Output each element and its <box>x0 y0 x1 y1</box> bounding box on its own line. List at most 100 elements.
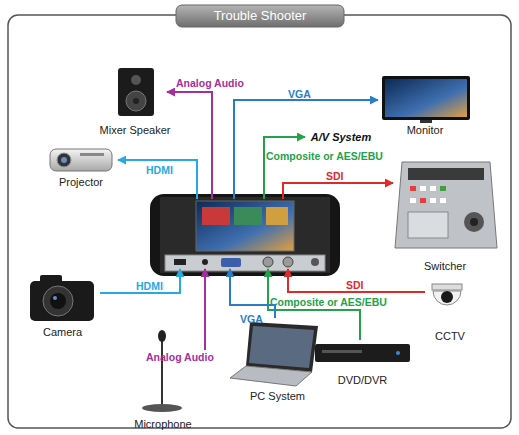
node-label: Switcher <box>424 260 466 272</box>
node-label: CCTV <box>435 330 465 342</box>
node-label: A/V System <box>311 131 372 143</box>
microphone-illustration-part <box>142 404 182 412</box>
projector-illustration <box>50 149 112 171</box>
device-illustration-part <box>311 258 319 266</box>
system-node: A/V System <box>305 129 377 145</box>
signal-label: Analog Audio <box>146 351 214 363</box>
switcher-illustration-part <box>470 218 478 226</box>
switcher-illustration-part <box>420 198 426 203</box>
signal-arrow <box>230 269 275 318</box>
cctv-illustration <box>432 284 462 305</box>
microphone-illustration-part <box>161 340 163 405</box>
dvd-illustration-part <box>322 350 362 353</box>
camera-illustration <box>30 275 94 321</box>
device-illustration-part <box>234 207 262 225</box>
switcher-illustration-part <box>420 186 426 191</box>
device-illustration <box>150 194 340 276</box>
device-illustration-part <box>150 194 340 276</box>
device-illustration-part <box>221 258 241 267</box>
signal-label: VGA <box>240 313 263 325</box>
speaker-illustration-part <box>133 98 139 104</box>
device-illustration-part <box>263 257 273 267</box>
signal-arrow <box>288 269 425 292</box>
speaker-node: Mixer Speaker <box>103 66 167 136</box>
signal-label: SDI <box>326 170 344 182</box>
node-label: Microphone <box>134 418 191 430</box>
camera-illustration-part <box>40 275 62 283</box>
switcher-illustration-part <box>464 212 484 232</box>
switcher-node: Switcher <box>393 158 497 272</box>
monitor-illustration-part <box>385 79 467 117</box>
signal-arrow <box>118 160 197 199</box>
cctv-illustration-part <box>441 291 453 303</box>
projector-illustration-part <box>61 157 67 163</box>
device-illustration-part <box>165 255 325 271</box>
camera-illustration-part <box>30 281 94 321</box>
signal-label: Analog Audio <box>176 77 244 89</box>
switcher-illustration-part <box>440 186 446 191</box>
cctv-node: CCTV <box>425 282 475 342</box>
laptop-illustration <box>230 322 318 386</box>
camera-illustration-part <box>53 296 57 300</box>
signal-label: Composite or AES/EBU <box>266 150 383 162</box>
diagram-title: Trouble Shooter <box>176 6 344 26</box>
switcher-illustration <box>395 162 497 248</box>
node-label: Mixer Speaker <box>100 124 171 136</box>
signal-arrow <box>283 183 393 199</box>
monitor-illustration-part <box>382 76 470 120</box>
node-label: DVD/DVR <box>338 374 388 386</box>
camera-illustration-part <box>43 286 73 316</box>
signal-arrow <box>100 269 180 293</box>
dvd-illustration <box>315 344 410 362</box>
switcher-illustration-part <box>440 198 446 203</box>
switcher-illustration-part <box>395 162 497 248</box>
microphone-illustration <box>142 330 182 412</box>
signal-label: HDMI <box>136 280 163 292</box>
node-label: Projector <box>59 176 103 188</box>
microphone-illustration-part <box>158 330 166 342</box>
signal-label: SDI <box>346 279 364 291</box>
frame-part <box>8 15 511 428</box>
signal-label: VGA <box>288 88 311 100</box>
switcher-illustration-part <box>410 186 416 191</box>
switcher-illustration-part <box>408 168 484 180</box>
signal-arrow <box>268 269 360 340</box>
device-illustration-part <box>160 197 330 273</box>
node-label: Monitor <box>407 124 444 136</box>
laptop-illustration-part <box>230 366 312 386</box>
monitor-node: Monitor <box>378 74 472 136</box>
device-illustration-part <box>174 259 186 265</box>
projector-illustration-part <box>80 153 104 156</box>
signal-label: HDMI <box>146 164 173 176</box>
device-illustration-part <box>202 259 208 265</box>
switcher-illustration-part <box>408 212 448 238</box>
signal-arrow <box>167 92 212 199</box>
device-node <box>160 199 328 269</box>
cctv-illustration-part <box>432 284 462 290</box>
signal-arrow <box>204 269 206 350</box>
switcher-illustration-part <box>430 186 436 191</box>
device-illustration-part <box>202 207 230 225</box>
dvd-illustration-part <box>315 344 410 362</box>
speaker-illustration <box>118 68 154 116</box>
switcher-illustration-part <box>410 198 416 203</box>
frame <box>8 5 511 428</box>
projector-illustration-part <box>50 149 112 171</box>
camera-node: Camera <box>25 272 100 338</box>
projector-node: Projector <box>44 144 118 188</box>
monitor-illustration <box>382 76 470 123</box>
signal-arrow <box>264 137 305 199</box>
dvd-illustration-part <box>396 351 400 355</box>
speaker-illustration-part <box>131 75 141 85</box>
dvd-node: DVD/DVR <box>315 340 410 386</box>
cctv-illustration-part <box>433 291 461 305</box>
device-illustration-part <box>283 257 293 267</box>
projector-illustration-part <box>57 153 71 167</box>
laptop-illustration-part <box>249 326 314 368</box>
signal-label: Composite or AES/EBU <box>270 296 387 308</box>
